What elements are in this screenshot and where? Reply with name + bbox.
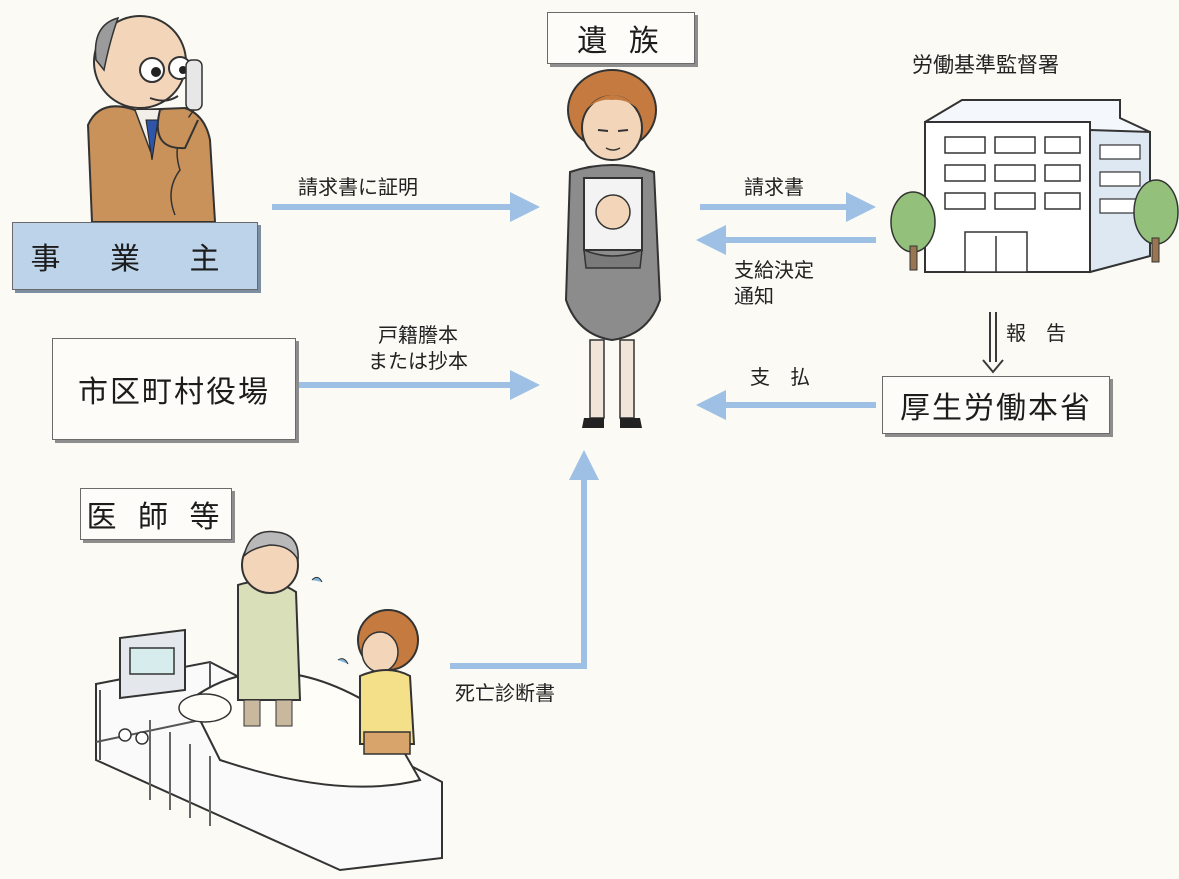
doctor-to-family-label: 死亡診断書 — [455, 681, 555, 705]
bereaved-family-box: 遺 族 — [547, 12, 695, 64]
employer-illustration — [86, 15, 217, 223]
labor-office-title: 労働基準監督署 — [912, 53, 1059, 77]
doctors-box: 医 師 等 — [80, 488, 232, 540]
municipal-to-family-label-line2: または抄本 — [368, 349, 468, 373]
municipal-to-family-label: 戸籍謄本 または抄本 — [368, 322, 468, 374]
labor-office-building-illustration — [890, 99, 1179, 274]
office-to-family-label-line1: 支給決定 — [734, 258, 814, 282]
office-to-mhlw-label: 報 告 — [1006, 321, 1066, 345]
mhlw-box: 厚生労働本省 — [882, 376, 1110, 434]
employer-box: 事 業 主 — [12, 222, 258, 290]
office-to-family-label-line2: 通知 — [734, 284, 774, 308]
office-to-family-label: 支給決定 通知 — [734, 257, 814, 309]
arrow-office-to-mhlw — [982, 312, 1004, 374]
employer-to-family-label: 請求書に証明 — [298, 175, 418, 199]
municipal-to-family-label-line1: 戸籍謄本 — [378, 323, 458, 347]
arrow-doctor-to-family — [450, 450, 599, 669]
bereaved-family-illustration — [564, 69, 662, 428]
doctor-bedside-illustration — [95, 530, 443, 872]
mhlw-to-family-label: 支 払 — [750, 365, 810, 389]
municipal-office-box: 市区町村役場 — [52, 338, 296, 440]
family-to-office-label: 請求書 — [744, 175, 804, 199]
